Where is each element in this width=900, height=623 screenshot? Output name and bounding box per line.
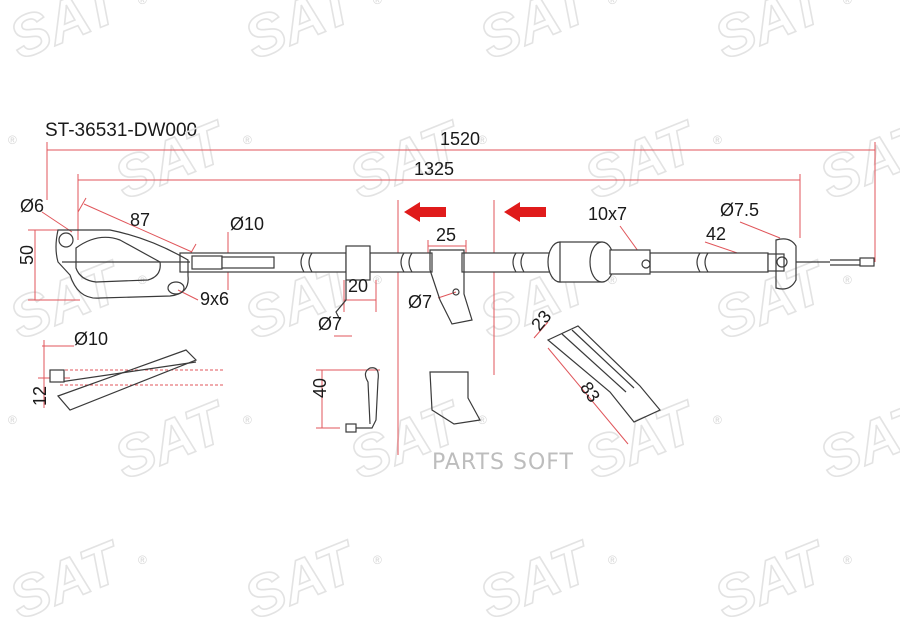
registered-mark: ® bbox=[243, 413, 252, 427]
registered-mark: ® bbox=[843, 273, 852, 287]
registered-mark: ® bbox=[138, 553, 147, 567]
registered-mark: ® bbox=[843, 0, 852, 7]
sat-logo-watermark: SAT bbox=[576, 108, 708, 212]
registered-mark: ® bbox=[713, 413, 722, 427]
dimension-lines bbox=[28, 142, 876, 455]
dim-detail-dia: Ø10 bbox=[74, 329, 108, 349]
dim-clip-hole: Ø7 bbox=[318, 314, 342, 334]
dim-bracket-width: 25 bbox=[436, 225, 456, 245]
registered-mark: ® bbox=[843, 553, 852, 567]
sat-logo-watermark: SAT bbox=[1, 0, 133, 72]
sat-logo-watermark: SAT bbox=[576, 388, 708, 492]
sat-logo-watermark: SAT bbox=[106, 388, 238, 492]
dim-left-bracket-len: 87 bbox=[130, 210, 150, 230]
dim-right-end-dia: Ø7.5 bbox=[720, 200, 759, 220]
sat-logo-watermark: SAT bbox=[1, 528, 133, 623]
dim-bracket-hole: Ø7 bbox=[408, 292, 432, 312]
registered-mark: ® bbox=[243, 133, 252, 147]
dim-left-height: 50 bbox=[17, 245, 37, 265]
registered-mark: ® bbox=[608, 553, 617, 567]
dim-angle-length: 83 bbox=[576, 378, 604, 406]
parts-soft-watermark: PARTS SOFT bbox=[432, 450, 574, 475]
dim-left-end-dia: Ø10 bbox=[230, 214, 264, 234]
dim-left-slot: 9x6 bbox=[200, 289, 229, 309]
mounting-bracket bbox=[429, 249, 473, 325]
direction-arrow-left-2 bbox=[504, 202, 546, 222]
cable-sheath-right bbox=[461, 252, 563, 273]
sat-logo-watermark: SAT bbox=[236, 528, 368, 623]
registered-mark: ® bbox=[8, 133, 17, 147]
sat-logo-watermark: SAT bbox=[0, 388, 3, 492]
dim-bushing-size: 10x7 bbox=[588, 204, 627, 224]
sat-logo-watermark: SAT bbox=[0, 108, 3, 212]
registered-mark: ® bbox=[478, 413, 487, 427]
dim-left-eye-dia: Ø6 bbox=[20, 196, 44, 216]
registered-mark: ® bbox=[608, 273, 617, 287]
registered-mark: ® bbox=[8, 413, 17, 427]
cable-clip bbox=[345, 245, 371, 281]
dim-inner-length: 1325 bbox=[414, 159, 454, 179]
sat-logo-watermark: SAT bbox=[471, 0, 603, 72]
registered-mark: ® bbox=[373, 0, 382, 7]
registered-mark: ® bbox=[478, 133, 487, 147]
cable-sheath-end bbox=[649, 252, 769, 273]
registered-mark: ® bbox=[373, 553, 382, 567]
dim-right-end-len: 42 bbox=[706, 224, 726, 244]
sat-logo-watermark: SAT bbox=[706, 528, 838, 623]
registered-mark: ® bbox=[608, 0, 617, 7]
registered-mark: ® bbox=[373, 273, 382, 287]
dim-overall-length: 1520 bbox=[440, 129, 480, 149]
dim-detail-height: 12 bbox=[30, 386, 50, 406]
dim-clip-width: 20 bbox=[348, 276, 368, 296]
direction-arrow-left-1 bbox=[404, 202, 446, 222]
sat-logo-watermark: SAT bbox=[811, 388, 900, 492]
dimension-labels: 1520 1325 Ø6 87 Ø10 50 9x6 20 Ø7 25 Ø7 1… bbox=[17, 129, 759, 406]
part-number-label: ST-36531-DW000 bbox=[45, 120, 198, 141]
sat-logo-watermark: SAT bbox=[471, 528, 603, 623]
cable-assembly bbox=[49, 229, 875, 433]
sat-logo-watermark: SAT bbox=[811, 108, 900, 212]
sat-logo-watermark: SAT bbox=[236, 0, 368, 72]
registered-mark: ® bbox=[138, 0, 147, 7]
sat-logo-watermark: SAT bbox=[706, 0, 838, 72]
sat-logo-watermark: SAT bbox=[106, 108, 238, 212]
registered-mark: ® bbox=[713, 133, 722, 147]
dim-clip-height: 40 bbox=[310, 378, 330, 398]
sat-logo-watermark: SAT bbox=[341, 388, 473, 492]
